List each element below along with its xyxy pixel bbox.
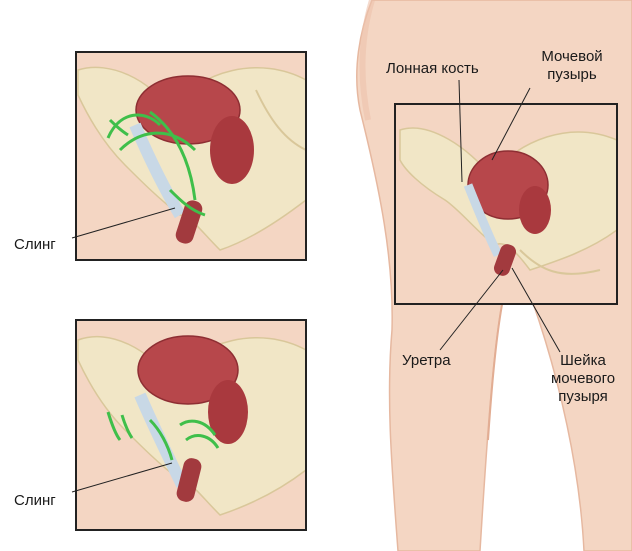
pelvis-detail-right [395, 104, 617, 304]
sling-panel-bottom [76, 320, 306, 530]
leader-urethra [439, 269, 504, 351]
panel-frame-top [75, 51, 307, 261]
label-bladder-neck-line2: мочевого [550, 370, 616, 387]
label-bladder-neck-line1: Шейка [560, 352, 606, 369]
urethra-bottom [176, 458, 202, 502]
hip-shadow [359, 0, 375, 121]
leader-bladder-neck [511, 267, 561, 353]
leader-pubic-bone [458, 79, 463, 183]
sling-mesh-bottom [106, 411, 220, 461]
sling-panel-top [76, 52, 306, 260]
label-pubic-bone: Лонная кость [386, 60, 479, 77]
leader-sling-bottom [71, 462, 173, 493]
label-bladder-line2: пузырь [547, 66, 597, 83]
leader-sling-top [71, 207, 176, 239]
sling-mesh-top [106, 110, 206, 217]
leader-lines [71, 79, 561, 493]
leader-bladder [491, 87, 531, 161]
label-sling-top: Слинг [14, 236, 56, 253]
label-bladder-neck-line3: пузыря [558, 388, 608, 405]
panel-frame-bottom [75, 319, 307, 531]
label-bladder: Мочевой пузырь [533, 48, 611, 84]
bladder-bottom [137, 335, 239, 405]
label-bladder-neck: Шейка мочевого пузыря [540, 352, 626, 406]
detail-frame-right [394, 103, 618, 305]
label-urethra: Уретра [402, 352, 451, 369]
label-bladder-line1: Мочевой [541, 48, 603, 65]
label-sling-bottom: Слинг [14, 492, 56, 509]
